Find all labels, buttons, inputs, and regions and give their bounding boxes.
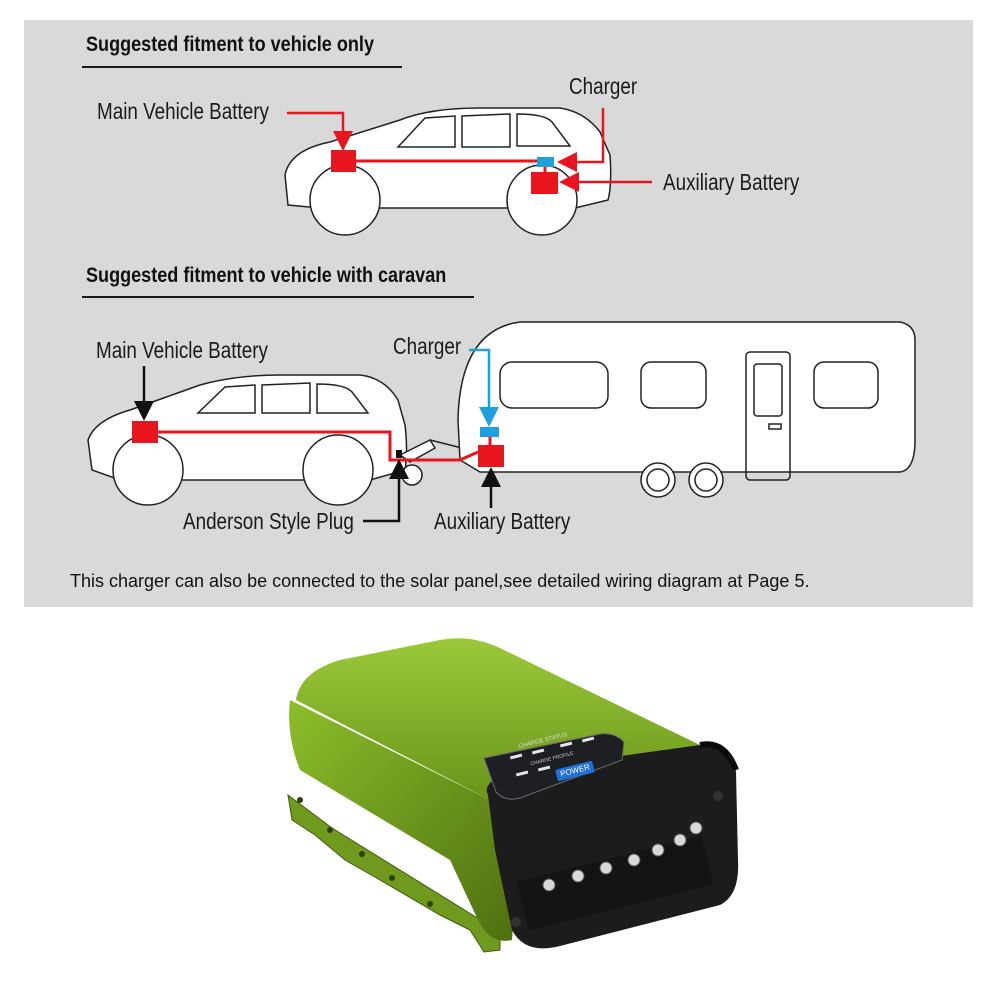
aux-battery-2 bbox=[478, 445, 504, 467]
main-battery-2 bbox=[132, 421, 158, 443]
s2-anderson-plug-label: Anderson Style Plug bbox=[183, 508, 354, 534]
charger-1 bbox=[537, 157, 554, 167]
main-battery-1 bbox=[331, 150, 356, 172]
charger-device bbox=[287, 638, 739, 953]
s2-charger-label: Charger bbox=[393, 333, 462, 359]
aux-battery-1 bbox=[531, 172, 558, 194]
s1-aux-battery-label: Auxiliary Battery bbox=[663, 169, 800, 195]
power-indicator bbox=[555, 761, 595, 781]
vehicle-only-wiring bbox=[287, 108, 652, 194]
anderson-plug bbox=[396, 450, 402, 458]
terminal-block bbox=[511, 791, 723, 931]
section1-heading: Suggested fitment to vehicle only bbox=[86, 33, 375, 56]
s2-aux-battery-label: Auxiliary Battery bbox=[434, 508, 571, 534]
solar-panel-note: This charger can also be connected to th… bbox=[70, 571, 810, 591]
section1-underline bbox=[82, 66, 402, 68]
s1-charger-label: Charger bbox=[569, 73, 638, 99]
section2-heading: Suggested fitment to vehicle with carava… bbox=[86, 264, 447, 287]
caravan bbox=[457, 321, 916, 498]
caravan-car-wheels bbox=[112, 434, 374, 506]
charger-2 bbox=[480, 427, 499, 437]
s2-main-battery-label: Main Vehicle Battery bbox=[96, 337, 268, 363]
caravan-wiring bbox=[132, 348, 504, 523]
s1-main-battery-label: Main Vehicle Battery bbox=[97, 98, 269, 124]
section2-underline bbox=[82, 296, 474, 298]
